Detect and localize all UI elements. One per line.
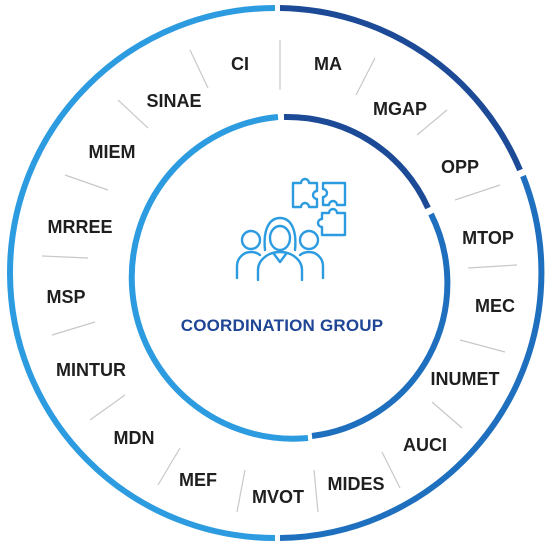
divider-line	[157, 447, 181, 486]
puzzle-piece-icon	[321, 181, 347, 207]
member-label-mintur: MINTUR	[56, 360, 126, 380]
divider-line	[431, 401, 463, 429]
divider-line	[41, 255, 89, 259]
member-label-mvot: MVOT	[252, 487, 304, 507]
divider-line	[64, 174, 109, 191]
outer-ring-lower-right-arc	[279, 174, 545, 541]
inner-ring-left-arc	[128, 114, 309, 442]
person-icon	[263, 216, 297, 252]
divider-line	[467, 264, 518, 269]
member-label-sinae: SINAE	[146, 91, 201, 111]
member-label-ma: MA	[314, 54, 342, 74]
puzzle-piece-icon	[291, 177, 319, 209]
member-label-auci: AUCI	[403, 435, 447, 455]
member-label-ci: CI	[231, 54, 249, 74]
divider-line	[454, 184, 501, 201]
divider-line	[51, 321, 96, 336]
member-label-mef: MEF	[179, 470, 217, 490]
member-label-mdn: MDN	[114, 428, 155, 448]
divider-line	[313, 469, 319, 513]
inner-ring-lower-right-arc	[311, 212, 451, 439]
inner-ring-upper-right-arc	[283, 113, 431, 210]
member-label-opp: OPP	[441, 157, 479, 177]
team-puzzle-icon	[235, 177, 347, 282]
member-label-mec: MEC	[475, 296, 515, 316]
divider-line	[355, 57, 376, 96]
divider-line	[459, 339, 506, 353]
member-label-miem: MIEM	[89, 142, 136, 162]
member-label-inumet: INUMET	[431, 369, 500, 389]
divider-line	[416, 109, 448, 136]
member-label-mrree: MRREE	[47, 217, 112, 237]
person-icon	[240, 229, 262, 251]
divider-line	[236, 469, 246, 513]
divider-line	[189, 49, 209, 89]
center-title: COORDINATION GROUP	[181, 316, 384, 335]
outer-ring-left-arc	[7, 5, 276, 541]
divider-line	[117, 99, 149, 129]
member-label-mtop: MTOP	[462, 228, 514, 248]
person-icon	[298, 229, 320, 251]
member-label-mides: MIDES	[327, 474, 384, 494]
outer-ring-upper-right-arc	[279, 5, 523, 172]
member-dividers	[41, 40, 518, 513]
divider-line	[89, 394, 126, 421]
puzzle-piece-icon	[316, 207, 347, 237]
member-labels: MA MGAP OPP MTOP MEC INUMET AUCI MIDES M…	[46, 54, 515, 507]
member-label-msp: MSP	[46, 287, 85, 307]
divider-line	[381, 451, 401, 489]
member-label-mgap: MGAP	[373, 99, 427, 119]
